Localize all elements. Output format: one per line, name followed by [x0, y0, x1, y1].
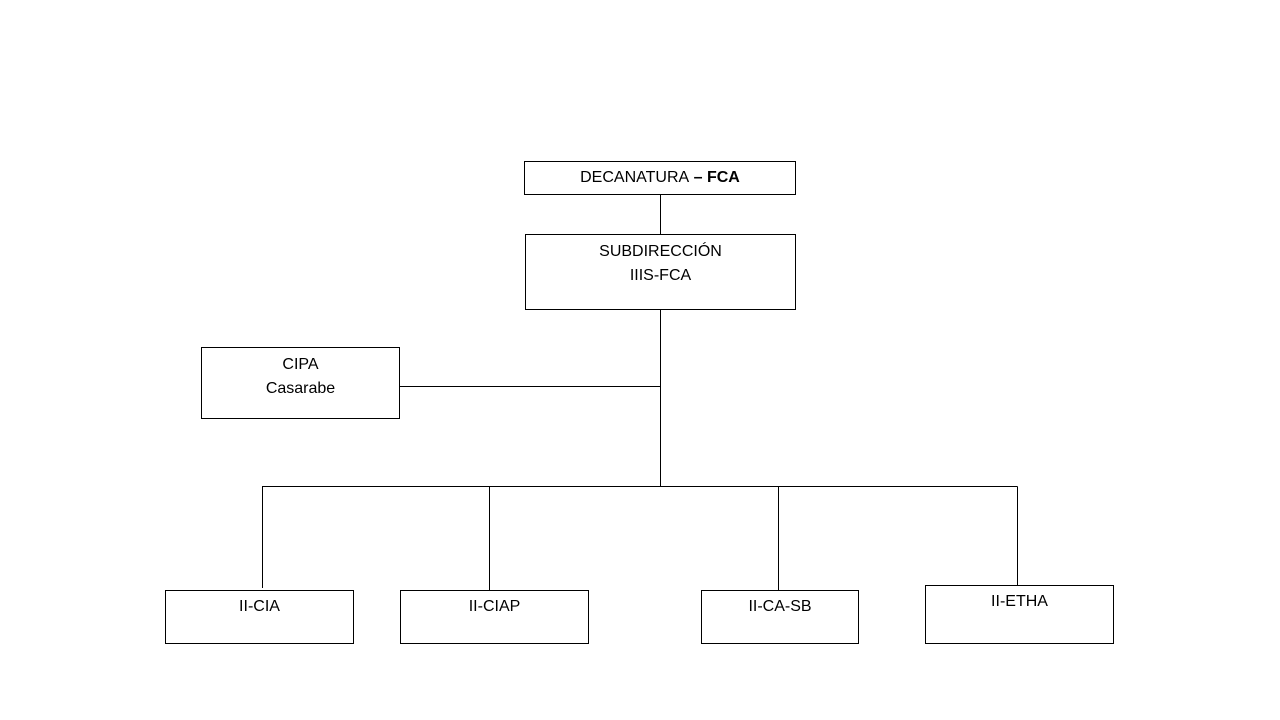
node-ii-ca-sb: II-CA-SB	[701, 590, 859, 644]
node-ii-ciap-label: II-CIAP	[468, 598, 521, 615]
node-ii-cia: II-CIA	[165, 590, 354, 644]
node-cipa-line2: Casarabe	[265, 380, 336, 397]
node-ii-ca-sb-label: II-CA-SB	[748, 598, 812, 615]
node-cipa-line1: CIPA	[282, 356, 319, 373]
node-decanatura-separator: –	[689, 169, 707, 186]
node-subdireccion-iiis-fca: SUBDIRECCIÓN IIIS-FCA	[525, 234, 796, 310]
node-ii-etha-label: II-ETHA	[991, 593, 1048, 610]
node-ii-etha: II-ETHA	[925, 585, 1114, 644]
node-ii-cia-label: II-CIA	[239, 598, 280, 615]
node-cipa-casarabe: CIPA Casarabe	[201, 347, 400, 419]
node-subdireccion-line1: SUBDIRECCIÓN	[599, 243, 722, 260]
node-ii-ciap: II-CIAP	[400, 590, 589, 644]
node-decanatura-suffix: FCA	[706, 169, 740, 186]
node-decanatura-label: DECANATURA	[580, 169, 690, 186]
node-decanatura-fca: DECANATURA – FCA	[524, 161, 796, 195]
node-subdireccion-line2: IIIS-FCA	[629, 267, 692, 284]
